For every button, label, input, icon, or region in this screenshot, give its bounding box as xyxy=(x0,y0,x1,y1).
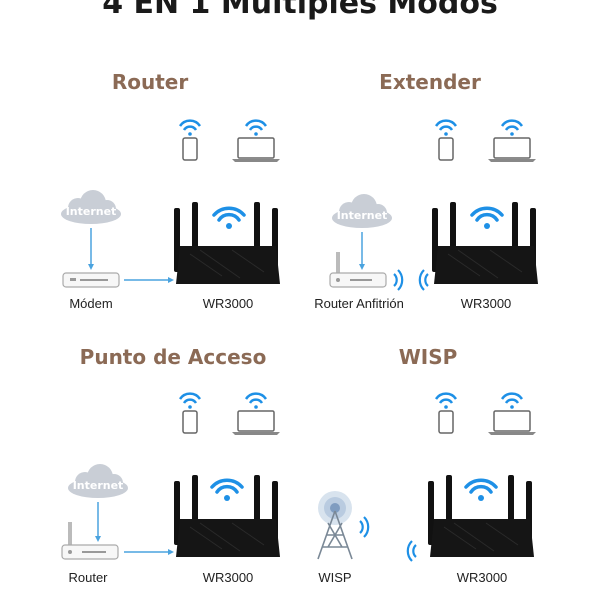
laptop-icon xyxy=(232,392,280,435)
panel-access-point: Punto de Acceso Internet xyxy=(0,345,300,615)
phone-icon xyxy=(434,119,458,161)
wr3000-router-icon xyxy=(174,202,280,284)
mode-title-access-point: Punto de Acceso xyxy=(79,345,267,369)
wr3000-router-icon xyxy=(432,202,538,284)
wireless-link-icon xyxy=(393,269,429,291)
wireless-link-icon xyxy=(406,540,417,562)
router-diagram: Internet xyxy=(61,119,280,288)
right-device-label: WR3000 xyxy=(456,570,508,585)
left-device-label: Router Anfitrión xyxy=(314,296,404,311)
panel-wisp: WISP xyxy=(300,345,600,615)
laptop-icon xyxy=(232,119,280,162)
phone-icon xyxy=(178,392,202,434)
modem-icon xyxy=(62,272,120,288)
cloud-icon: Internet xyxy=(68,464,128,498)
mode-title-router: Router xyxy=(111,70,189,94)
cloud-icon: Internet xyxy=(332,194,392,228)
page-title: 4 EN 1 Múltiples Modos xyxy=(102,0,498,21)
extender-diagram: Internet xyxy=(329,119,538,291)
mode-title-extender: Extender xyxy=(379,70,481,94)
host-router-icon xyxy=(329,252,387,288)
left-device-label: Router xyxy=(68,570,108,585)
right-device-label: WR3000 xyxy=(202,570,254,585)
cloud-label: Internet xyxy=(66,205,117,218)
cloud-label: Internet xyxy=(337,209,388,222)
wr3000-router-icon xyxy=(174,475,280,557)
phone-icon xyxy=(178,119,202,161)
phone-icon xyxy=(434,392,458,434)
tower-icon xyxy=(317,491,370,560)
wisp-diagram xyxy=(317,392,536,562)
left-device-label: Módem xyxy=(69,296,113,311)
right-device-label: WR3000 xyxy=(202,296,254,311)
panel-router: Router Internet xyxy=(0,70,300,340)
mode-title-wisp: WISP xyxy=(398,345,458,369)
wr3000-router-icon xyxy=(428,475,534,557)
access-point-diagram: Internet xyxy=(61,392,280,560)
laptop-icon xyxy=(488,119,536,162)
cloud-label: Internet xyxy=(73,479,124,492)
router-device-icon xyxy=(61,522,119,560)
cloud-icon: Internet xyxy=(61,190,121,224)
panel-extender: Extender Internet xyxy=(300,70,600,340)
right-device-label: WR3000 xyxy=(460,296,512,311)
left-device-label: WISP xyxy=(318,570,352,585)
laptop-icon xyxy=(488,392,536,435)
